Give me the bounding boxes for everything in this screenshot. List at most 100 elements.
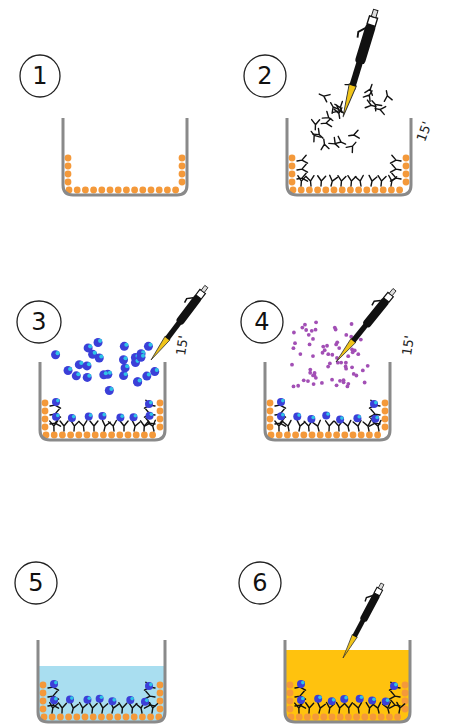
well xyxy=(265,320,390,440)
antigen xyxy=(119,355,128,364)
antibody xyxy=(296,155,307,165)
step-number: 6 xyxy=(238,561,282,605)
antibody xyxy=(296,164,307,174)
step-label: 2 xyxy=(257,64,272,88)
antibody xyxy=(363,420,373,431)
antigen xyxy=(382,698,390,706)
well xyxy=(63,118,187,195)
antibody xyxy=(395,702,405,713)
antibody xyxy=(348,130,359,139)
antibody xyxy=(367,175,377,186)
antigen xyxy=(150,367,159,376)
antigen xyxy=(98,412,106,420)
antigen xyxy=(99,370,108,379)
antigen xyxy=(336,416,344,424)
antigen xyxy=(340,695,348,703)
liquid xyxy=(38,666,165,722)
antibody xyxy=(70,421,79,432)
antibody xyxy=(346,140,359,153)
antibody xyxy=(377,176,386,187)
step-label: 5 xyxy=(28,571,43,595)
step-label: 3 xyxy=(31,310,46,334)
antibody xyxy=(389,700,400,710)
antigen xyxy=(133,378,142,387)
antigen xyxy=(356,695,364,703)
antigen xyxy=(108,697,116,705)
antibody xyxy=(275,421,283,431)
antibody xyxy=(389,682,400,692)
antibody xyxy=(321,119,332,128)
antibody xyxy=(120,421,128,431)
antibody xyxy=(79,421,88,432)
well-outline xyxy=(63,118,187,195)
antigen xyxy=(314,695,322,703)
well xyxy=(287,81,411,195)
antibody xyxy=(297,176,306,187)
antibody xyxy=(317,176,326,187)
antigen xyxy=(72,371,81,380)
antibody xyxy=(118,703,127,714)
antibody xyxy=(68,702,78,714)
antibody xyxy=(48,702,57,713)
antigen xyxy=(83,696,91,704)
antigen xyxy=(141,698,149,706)
antigen xyxy=(84,343,93,352)
antibody xyxy=(305,703,314,714)
well-outline xyxy=(38,640,165,722)
antibody xyxy=(144,409,155,419)
coating xyxy=(65,155,186,194)
antigen xyxy=(277,412,285,420)
well xyxy=(38,640,165,722)
time-note: 15' xyxy=(173,334,191,356)
antigen xyxy=(121,363,130,372)
step-label: 4 xyxy=(254,310,269,334)
antibody xyxy=(295,420,305,431)
step-number: 1 xyxy=(19,54,61,98)
antibody xyxy=(373,702,383,714)
antibody xyxy=(78,703,87,714)
antigen xyxy=(144,342,153,351)
antigen xyxy=(83,373,92,382)
well-outline xyxy=(287,118,411,195)
time-note: 15' xyxy=(414,119,435,143)
antigen xyxy=(145,682,153,690)
step-number: 2 xyxy=(243,54,287,98)
step-label: 1 xyxy=(32,64,47,88)
antibody xyxy=(130,420,140,431)
antibody xyxy=(365,83,376,95)
antigen xyxy=(297,696,305,704)
antibody xyxy=(390,155,401,165)
pipette xyxy=(333,7,380,119)
antibody xyxy=(320,139,329,150)
well xyxy=(285,640,410,722)
antigen xyxy=(119,371,128,380)
antigen xyxy=(66,696,74,704)
antibody xyxy=(313,420,323,432)
antibody xyxy=(144,682,155,692)
antigen xyxy=(136,353,145,362)
antigen xyxy=(120,342,129,351)
antigen xyxy=(105,386,114,395)
antibody xyxy=(128,703,137,714)
antibody xyxy=(144,400,155,410)
antigen xyxy=(130,413,138,421)
step-number: 3 xyxy=(16,300,62,344)
antibody xyxy=(311,120,319,130)
antigen xyxy=(126,696,134,704)
substrate-dots xyxy=(290,320,370,388)
antibody xyxy=(335,136,347,147)
antibody xyxy=(347,176,356,187)
antigen xyxy=(371,415,379,423)
antigen xyxy=(116,414,124,422)
antibody xyxy=(390,164,401,174)
antigen xyxy=(307,415,315,423)
antibody xyxy=(88,703,97,714)
coating xyxy=(42,400,164,439)
antibody xyxy=(325,421,334,431)
liquid xyxy=(285,650,410,722)
antibody xyxy=(337,176,346,187)
antigen xyxy=(133,377,142,386)
antigen xyxy=(82,361,91,370)
antibody xyxy=(344,703,353,713)
antibody xyxy=(327,101,339,114)
